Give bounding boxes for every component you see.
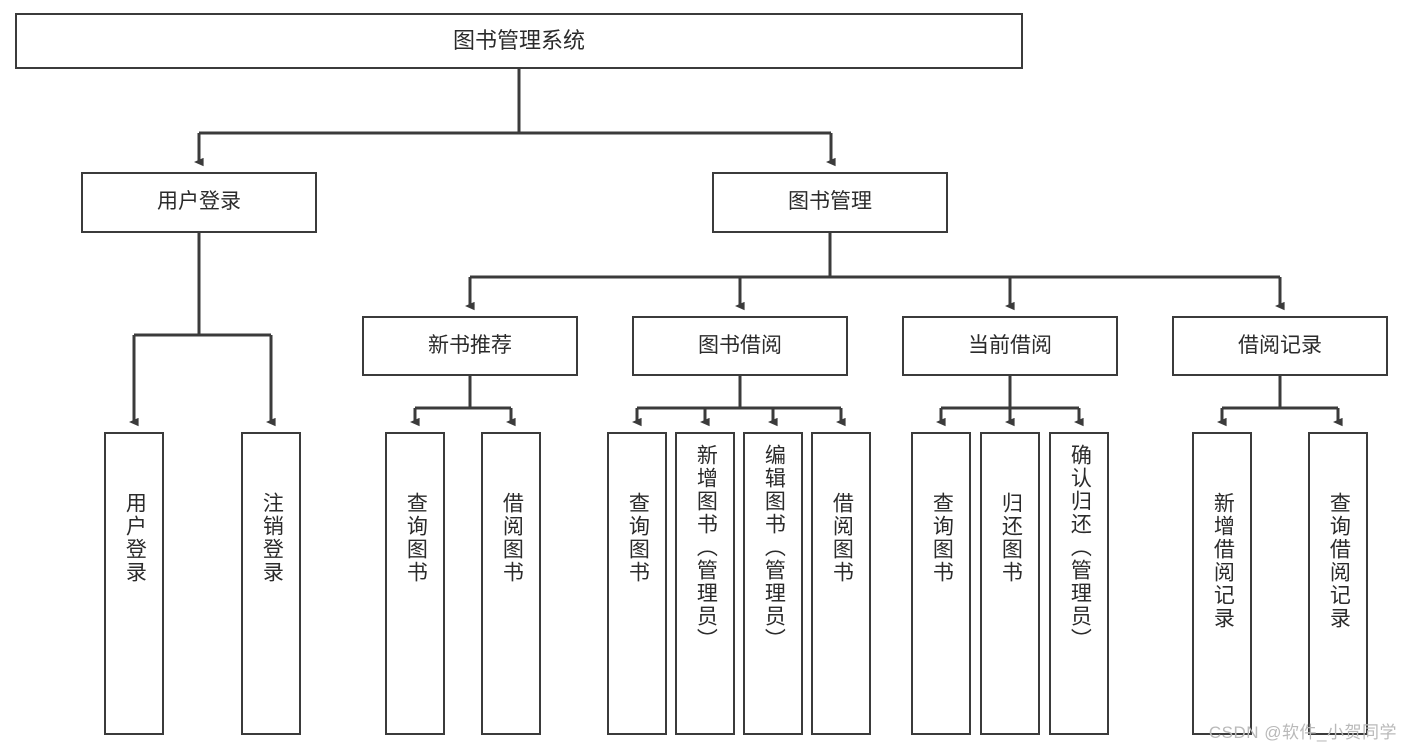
leaf-current-return-book[interactable]: 归还图书 bbox=[980, 432, 1040, 735]
node-current-borrow[interactable]: 当前借阅 bbox=[902, 316, 1118, 376]
leaf-newbook-query-book[interactable]: 查询图书 bbox=[385, 432, 445, 735]
node-label: 借阅记录 bbox=[1238, 333, 1322, 357]
node-label: 图书管理系统 bbox=[452, 28, 585, 54]
node-label: 图书借阅 bbox=[698, 333, 782, 357]
node-label: 查询图书 bbox=[626, 492, 650, 584]
leaf-record-add-record[interactable]: 新增借阅记录 bbox=[1192, 432, 1252, 735]
node-new-book-recommend[interactable]: 新书推荐 bbox=[362, 316, 578, 376]
leaf-borrow-borrow-book[interactable]: 借阅图书 bbox=[811, 432, 871, 735]
node-label: 归还图书 bbox=[999, 492, 1023, 584]
node-label: 新书推荐 bbox=[428, 333, 512, 357]
node-label: 注销登录 bbox=[260, 492, 284, 584]
node-label: 查询图书 bbox=[930, 492, 954, 584]
leaf-current-confirm-return-admin[interactable]: 确认归还（管理员） bbox=[1049, 432, 1109, 735]
leaf-borrow-edit-book-admin[interactable]: 编辑图书（管理员） bbox=[743, 432, 803, 735]
node-user-login[interactable]: 用户登录 bbox=[81, 172, 317, 233]
node-label: 图书管理 bbox=[788, 190, 872, 214]
node-borrow-record[interactable]: 借阅记录 bbox=[1172, 316, 1388, 376]
node-label: 新增图书（管理员） bbox=[694, 444, 718, 651]
node-label: 当前借阅 bbox=[968, 333, 1052, 357]
node-label: 借阅图书 bbox=[830, 492, 854, 584]
leaf-user-login[interactable]: 用户登录 bbox=[104, 432, 164, 735]
leaf-borrow-add-book-admin[interactable]: 新增图书（管理员） bbox=[675, 432, 735, 735]
node-label: 用户登录 bbox=[157, 190, 241, 214]
node-label: 新增借阅记录 bbox=[1211, 492, 1235, 630]
node-label: 确认归还（管理员） bbox=[1068, 444, 1092, 651]
node-label: 查询借阅记录 bbox=[1327, 492, 1351, 630]
leaf-current-query-book[interactable]: 查询图书 bbox=[911, 432, 971, 735]
node-book-management[interactable]: 图书管理 bbox=[712, 172, 948, 233]
node-label: 用户登录 bbox=[123, 492, 147, 584]
watermark: CSDN @软件_小贺同学 bbox=[1208, 723, 1397, 742]
leaf-user-logout[interactable]: 注销登录 bbox=[241, 432, 301, 735]
node-book-borrow[interactable]: 图书借阅 bbox=[632, 316, 848, 376]
node-root-system[interactable]: 图书管理系统 bbox=[15, 13, 1023, 69]
leaf-borrow-query-book[interactable]: 查询图书 bbox=[607, 432, 667, 735]
node-label: 编辑图书（管理员） bbox=[762, 444, 786, 651]
leaf-newbook-borrow-book[interactable]: 借阅图书 bbox=[481, 432, 541, 735]
node-label: 查询图书 bbox=[404, 492, 428, 584]
node-label: 借阅图书 bbox=[500, 492, 524, 584]
leaf-record-query-record[interactable]: 查询借阅记录 bbox=[1308, 432, 1368, 735]
